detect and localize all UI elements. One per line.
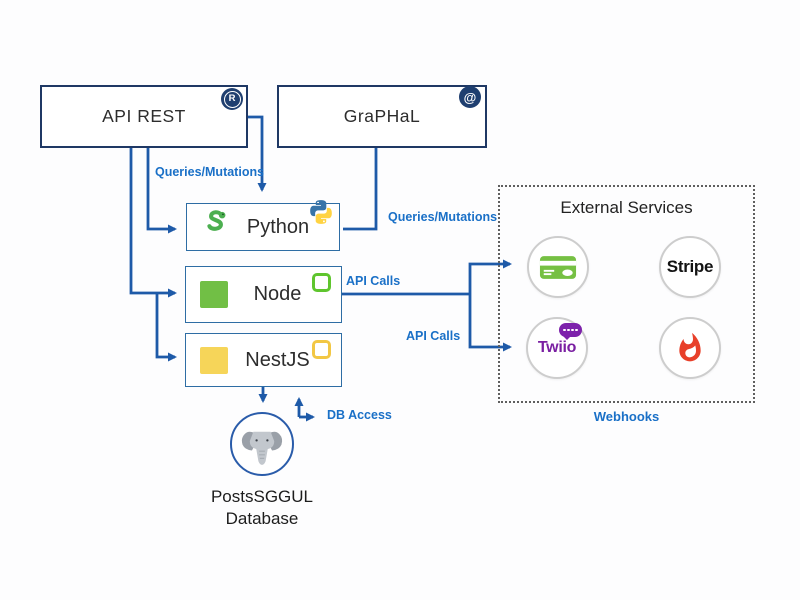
webhooks-label: Webhooks: [593, 409, 660, 424]
credit-card-icon: [539, 253, 577, 282]
external-services-box: External Services: [498, 185, 755, 403]
database-label: PostsSGGUL Database: [182, 486, 342, 531]
db-access-label: DB Access: [327, 408, 392, 422]
external-services-title: External Services: [560, 198, 693, 217]
queries-mutations-label-right: Queries/Mutations: [388, 210, 498, 224]
yellow-rounded-outline-icon: [312, 340, 331, 359]
green-rounded-outline-icon: [312, 273, 331, 292]
queries-mutations-label-left: Queries/Mutations: [155, 165, 265, 179]
node-box: Node: [185, 266, 342, 323]
python-label: Python: [246, 215, 310, 238]
flame-service-circle: [659, 317, 721, 379]
database-label-line1: PostsSGGUL: [210, 487, 314, 506]
stripe-service-circle: Stripe: [659, 236, 721, 298]
nestjs-box: NestJS: [185, 333, 342, 387]
snake-icon: [201, 209, 231, 245]
graphal-badge-letter: @: [463, 89, 477, 105]
yellow-square-icon: [200, 346, 228, 374]
edge-apirest-to-node: [129, 148, 177, 298]
database-label-line2: Database: [225, 509, 299, 529]
node-label: Node: [253, 283, 302, 305]
elephant-icon: [239, 421, 285, 467]
twilio-speech-bubble-icon: [559, 323, 583, 340]
edge-split-to-card: [468, 259, 512, 294]
edge-graphal-to-python: [343, 148, 378, 231]
green-square-icon: [200, 281, 228, 308]
r-circle-icon: R: [221, 88, 243, 110]
edge-apirest-to-python-top: [248, 115, 267, 192]
graphal-box: GraPHaL: [277, 85, 487, 148]
api-calls-label-top: API Calls: [346, 274, 401, 288]
at-spiral-icon: @: [459, 86, 481, 108]
python-logo-icon: [308, 199, 334, 230]
nestjs-label: NestJS: [245, 348, 310, 371]
edge-branch-to-nestjs: [155, 293, 177, 362]
api-rest-label: API REST: [102, 106, 186, 126]
edge-split-to-twilio: [468, 294, 512, 352]
twilio-service-circle: Twiio: [526, 317, 588, 379]
edge-apirest-to-python-left: [146, 148, 177, 234]
credit-card-service-circle: [527, 236, 589, 298]
twilio-label: Twiio: [537, 339, 577, 356]
api-rest-box: API REST: [40, 85, 248, 148]
stripe-label: Stripe: [666, 257, 714, 276]
graphal-label: GraPHaL: [343, 106, 421, 126]
api-rest-badge-letter: R: [223, 90, 241, 108]
flame-icon: [674, 332, 706, 364]
api-calls-label-bottom: API Calls: [406, 329, 461, 343]
database-circle: [230, 412, 294, 476]
